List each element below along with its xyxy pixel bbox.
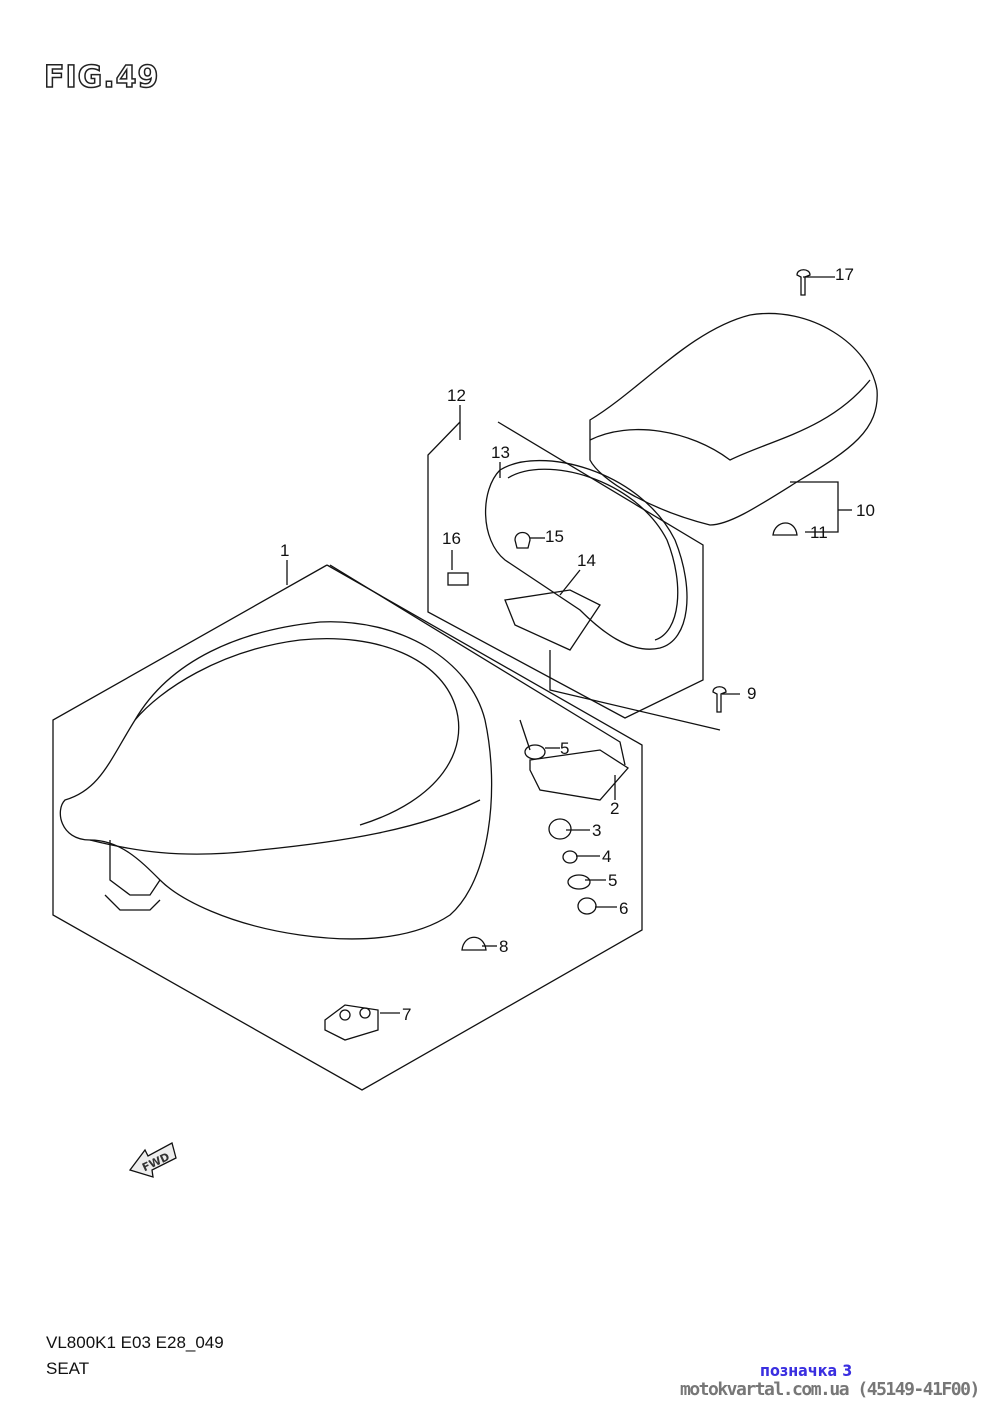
main-seat-group-outline (52, 564, 643, 1091)
callout-10: 10 (856, 501, 875, 520)
callout-11: 11 (810, 523, 828, 542)
callout-1: 1 (280, 541, 289, 560)
callout-12: 12 (447, 386, 466, 405)
passenger-seat-drawing (589, 312, 878, 526)
callout-labels: 1 2 3 4 5 5 6 7 8 9 10 11 12 13 14 15 16… (280, 265, 875, 1024)
callout-13: 13 (491, 443, 510, 462)
callout-15: 15 (545, 527, 564, 546)
backrest-group-outline (427, 421, 704, 719)
callout-7: 7 (402, 1005, 411, 1024)
figure-title: FIG.49 (43, 59, 160, 96)
leader-lines (286, 276, 852, 1014)
callout-9: 9 (747, 684, 756, 703)
fwd-arrow-icon: FWD (128, 1142, 177, 1178)
backrest-frame-drawing (447, 459, 688, 651)
watermark-mark: позначка 3 (760, 1361, 853, 1380)
callout-8: 8 (499, 937, 508, 956)
callout-17: 17 (835, 265, 854, 284)
callout-4: 4 (602, 847, 611, 866)
callout-3: 3 (592, 821, 601, 840)
model-code: VL800K1 E03 E28_049 (46, 1333, 224, 1352)
callout-2: 2 (610, 799, 619, 818)
section-name: SEAT (46, 1359, 90, 1378)
callout-16: 16 (442, 529, 461, 548)
callout-5: 5 (560, 739, 569, 758)
watermark-site: motokvartal.com.ua (45149-41F00) (680, 1379, 980, 1400)
callout-5: 5 (608, 871, 617, 890)
callout-14: 14 (577, 551, 596, 570)
callout-6: 6 (619, 899, 628, 918)
main-seat-drawing (59, 621, 493, 940)
small-parts (324, 269, 811, 1041)
